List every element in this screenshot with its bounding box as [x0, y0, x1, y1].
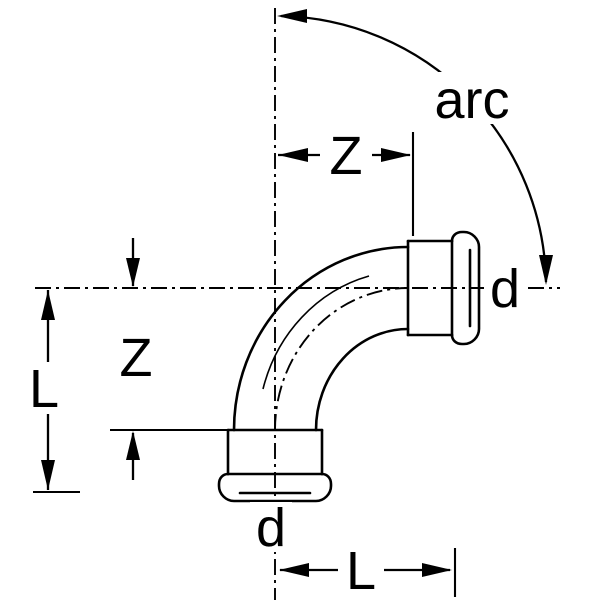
dimension-z-left: Z: [110, 238, 228, 480]
l-bottom-label-mask: [338, 546, 384, 594]
l-left-label-mask: [22, 362, 68, 414]
socket-right-press-bead: [450, 230, 481, 346]
l-bottom-label: L: [346, 541, 376, 600]
z-top-label: Z: [330, 126, 363, 186]
diameter-labels: d d: [250, 259, 526, 558]
z-top-arrowhead-left: [278, 148, 308, 162]
d-right-label-mask: [484, 262, 526, 314]
z-left-label: Z: [120, 328, 153, 388]
arc-label: arc: [434, 70, 509, 130]
bend-highlight-line: [262, 275, 370, 390]
l-bottom-arrowhead-right: [422, 563, 452, 577]
z-left-arrowhead-down: [126, 258, 140, 287]
d-bottom-label: d: [256, 498, 286, 558]
dimension-l-left: L: [22, 290, 80, 494]
l-left-label: L: [29, 359, 59, 419]
l-bottom-arrowhead-left: [279, 563, 309, 577]
dimension-z-top: Z: [278, 126, 415, 236]
centerline-bend-arc: [274, 287, 409, 431]
z-left-arrowhead-up: [126, 431, 140, 460]
l-left-arrowhead-bottom: [41, 460, 55, 490]
bend-inner-wall: [314, 327, 410, 432]
dimension-arc: arc: [277, 9, 553, 285]
z-top-label-mask: [320, 130, 372, 180]
d-bottom-label-mask: [250, 502, 292, 552]
socket-bottom-press-bead: [217, 472, 333, 503]
l-left-arrowhead-top: [41, 290, 55, 320]
arc-arrowhead-top: [277, 9, 307, 23]
z-top-arrowhead-right: [381, 148, 411, 162]
bend-outer-wall: [232, 245, 410, 432]
elbow-outline: [217, 230, 481, 503]
arc-label-mask: [430, 72, 516, 124]
arc-arrowhead-bottom: [539, 255, 553, 285]
d-right-label: d: [490, 259, 520, 319]
dimension-l-bottom: L: [279, 541, 457, 600]
